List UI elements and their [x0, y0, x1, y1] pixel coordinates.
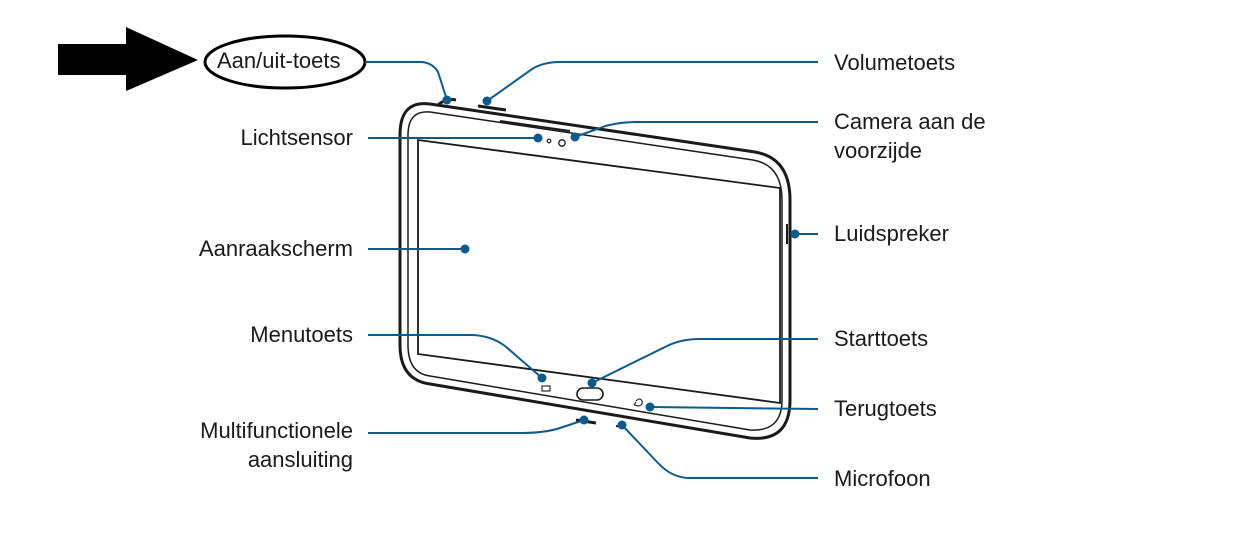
- leader-microphone: [621, 424, 818, 479]
- leader-back: [649, 406, 819, 410]
- leader-volume: [486, 61, 818, 102]
- dot-light-sensor: [533, 133, 543, 143]
- dot-camera: [570, 132, 580, 142]
- dot-back: [645, 402, 655, 412]
- home-key-shape: [576, 387, 604, 401]
- label-multipurpose-jack: Multifunctionele aansluiting: [200, 416, 353, 474]
- leader-dots: [442, 95, 800, 430]
- label-front-camera: Camera aan de voorzijde: [834, 107, 986, 165]
- back-icon: [633, 398, 643, 407]
- front-camera-lens: [558, 139, 566, 147]
- dot-multipurpose: [579, 415, 589, 425]
- dot-touchscreen: [460, 244, 470, 254]
- dot-home: [587, 378, 597, 388]
- label-volume-key: Volumetoets: [834, 50, 956, 75]
- label-home-key: Starttoets: [834, 326, 929, 351]
- label-touchscreen: Aanraakscherm: [198, 236, 353, 261]
- touchscreen-area: [417, 138, 781, 405]
- dot-menu: [537, 373, 547, 383]
- leader-lines: [365, 61, 819, 479]
- leader-home: [591, 338, 818, 384]
- dot-volume: [482, 96, 492, 106]
- label-microphone: Microfoon: [834, 466, 931, 491]
- label-front-camera-line2: voorzijde: [834, 138, 923, 163]
- tablet-bezel: [407, 111, 783, 431]
- label-light-sensor: Lichtsensor: [240, 125, 353, 150]
- label-power-key: Aan/uit-toets: [217, 48, 341, 73]
- dot-microphone: [617, 420, 627, 430]
- leader-camera: [574, 121, 818, 138]
- leader-menu: [368, 334, 543, 379]
- volume-button: [477, 104, 507, 112]
- top-slot: [499, 120, 571, 132]
- label-back-key: Terugtoets: [834, 396, 937, 421]
- light-sensor-dot: [546, 138, 552, 144]
- dot-power: [442, 95, 452, 105]
- arrow-right-icon: [58, 27, 198, 91]
- label-speaker: Luidspreker: [834, 221, 949, 246]
- label-menu-key: Menutoets: [250, 322, 353, 347]
- menu-icon: [541, 385, 551, 392]
- label-multipurpose-jack-line1: Multifunctionele: [200, 418, 353, 443]
- dot-speaker: [790, 229, 800, 239]
- label-multipurpose-jack-line2: aansluiting: [247, 447, 353, 472]
- leader-power: [365, 61, 448, 101]
- label-front-camera-line1: Camera aan de: [834, 109, 986, 134]
- leader-multipurpose: [368, 419, 585, 434]
